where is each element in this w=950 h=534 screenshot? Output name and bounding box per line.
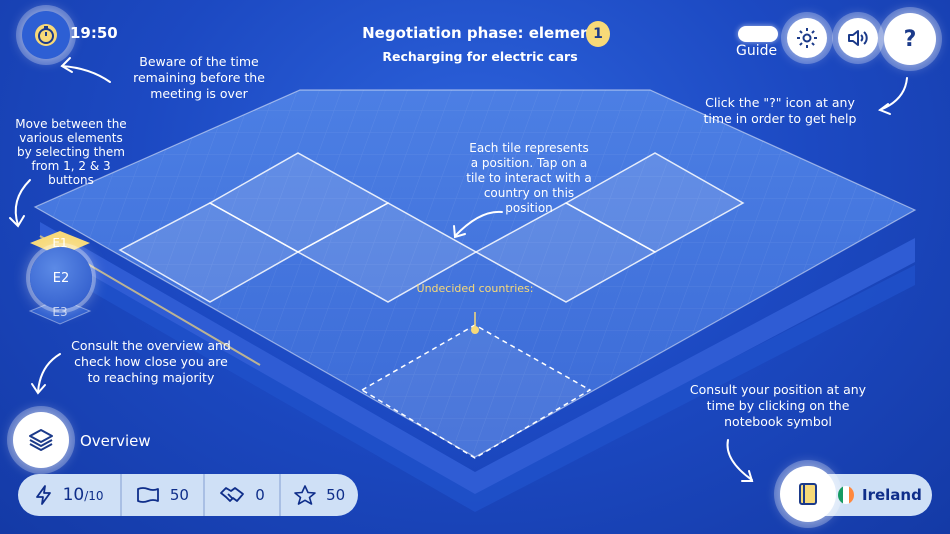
speaker-icon	[848, 30, 868, 46]
position-tiles[interactable]	[118, 152, 745, 303]
undecided-zone[interactable]	[360, 324, 592, 459]
overview-button[interactable]	[13, 412, 69, 468]
element-tab-e1[interactable]: E1	[52, 236, 68, 250]
settings-button[interactable]	[787, 18, 827, 58]
stats-bar: 10/10 50 0 50	[18, 474, 358, 516]
element-number-badge: 1	[586, 21, 610, 47]
element-subtitle: Recharging for electric cars	[382, 49, 578, 64]
stopwatch-icon	[35, 24, 57, 46]
guide-label: Guide	[736, 43, 778, 59]
energy-value: 10	[62, 485, 85, 505]
stars-value: 50	[326, 486, 346, 504]
guide-toggle[interactable]	[738, 26, 778, 42]
timer-button[interactable]	[22, 11, 70, 59]
flags-value: 50	[169, 486, 189, 504]
notebook-icon	[799, 483, 817, 505]
hint-arrows	[9, 57, 908, 482]
country-name: Ireland	[862, 486, 922, 504]
timer-value: 19:50	[70, 24, 118, 42]
notebook-button[interactable]	[780, 466, 836, 522]
timer-hint: Beware of the time remaining before the …	[133, 54, 265, 101]
notebook-hint: Consult your position at any time by cli…	[689, 382, 867, 429]
deals-value: 0	[255, 486, 265, 504]
energy-max: /10	[84, 489, 104, 503]
position-tile[interactable]	[564, 152, 745, 253]
undecided-label: Undecided countries:	[416, 282, 534, 295]
elements-hint: Move between the various elements by sel…	[15, 117, 127, 187]
phase-title: Negotiation phase: element	[362, 24, 598, 42]
element-tab-e2[interactable]: E2	[30, 247, 92, 309]
overview-hint: Consult the overview and check how close…	[71, 338, 231, 385]
overview-label[interactable]: Overview	[80, 432, 151, 450]
flags-stat: 50	[122, 474, 205, 516]
gear-icon	[797, 28, 817, 48]
sound-button[interactable]	[838, 18, 878, 58]
element-tab-e3[interactable]: E3	[52, 305, 68, 319]
help-hint: Click the "?" icon at any time in order …	[703, 95, 857, 126]
handshake-icon	[220, 487, 245, 502]
stars-stat: 50	[281, 474, 358, 516]
help-button[interactable]: ?	[884, 13, 936, 65]
deals-stat: 0	[205, 474, 282, 516]
layers-icon	[29, 429, 53, 451]
star-icon	[294, 485, 316, 505]
tiles-hint: Each tile represents a position. Tap on …	[466, 141, 592, 215]
ireland-flag-icon	[838, 486, 854, 504]
question-icon: ?	[903, 26, 917, 52]
lightning-icon	[35, 485, 51, 505]
flag-icon	[136, 487, 159, 503]
energy-stat: 10/10	[18, 474, 123, 516]
